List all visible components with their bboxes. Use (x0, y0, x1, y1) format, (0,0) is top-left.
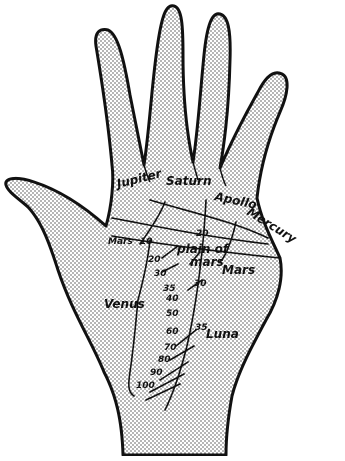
label-mars-lower: Mars (222, 263, 255, 277)
age-30: 30 (154, 269, 167, 279)
fate-age-30: 30 (194, 279, 207, 289)
age-20: 20 (148, 255, 161, 265)
age-90: 90 (150, 368, 163, 378)
age-70: 70 (164, 343, 177, 353)
age-35: 35 (163, 284, 176, 294)
age-40: 40 (165, 294, 179, 304)
label-plain-of-mars-1: plain of (176, 242, 230, 256)
label-plain-of-mars-2: mars (190, 255, 224, 269)
label-mars-upper: Mars (108, 237, 133, 247)
age-10: 10 (140, 237, 153, 247)
age-100: 100 (136, 381, 155, 391)
age-50: 50 (166, 309, 179, 319)
age-80: 80 (158, 355, 171, 365)
fate-age-35: 35 (195, 323, 208, 333)
age-60: 60 (166, 327, 179, 337)
fate-age-20: 20 (196, 229, 209, 239)
label-luna: Luna (206, 327, 239, 341)
label-saturn: Saturn (166, 174, 211, 188)
label-venus: Venus (104, 297, 145, 311)
